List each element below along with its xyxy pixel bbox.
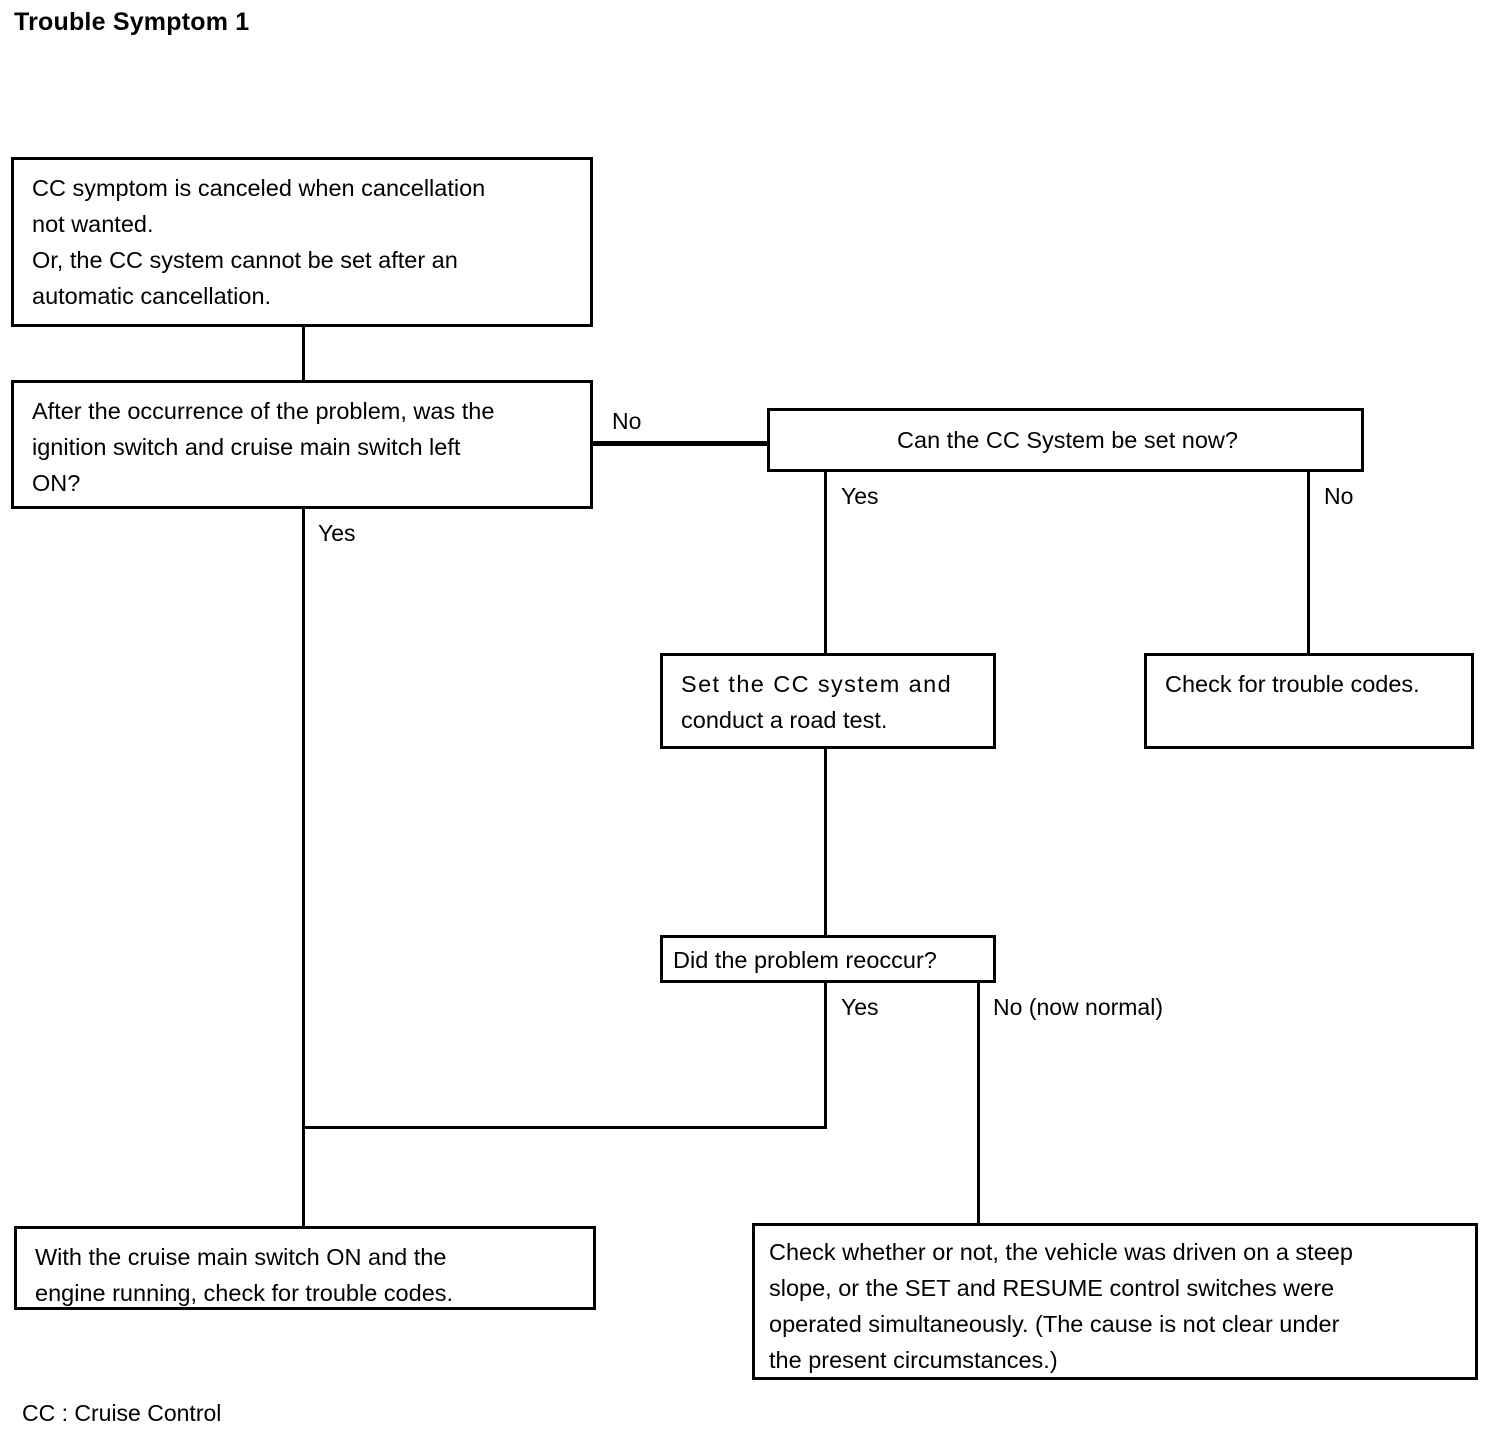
connector-reoccur-yes (824, 981, 827, 1129)
connector-symptom-to-ignition (302, 325, 305, 382)
node-symptom-line-1: CC symptom is canceled when cancellation (32, 175, 486, 201)
node-check-trouble-codes-line-1: Check for trouble codes. (1165, 671, 1420, 697)
node-can-set-line-1: Can the CC System be set now? (897, 427, 1238, 453)
node-steep-slope-line-2: slope, or the SET and RESUME control swi… (769, 1275, 1335, 1301)
connector-ignition-no (591, 441, 769, 446)
connector-reoccur-no (977, 981, 980, 1225)
legend-footnote: CC : Cruise Control (22, 1400, 222, 1426)
node-steep-slope-line-3: operated simultaneously. (The cause is n… (769, 1311, 1340, 1337)
connector-roadtest-to-reoccur (824, 747, 827, 937)
node-ignition-line-2: ignition switch and cruise main switch l… (32, 434, 461, 460)
edge-label-ignition-no: No (612, 408, 642, 434)
connector-can-set-yes (824, 470, 827, 655)
node-ignition-line-3: ON? (32, 470, 81, 496)
node-symptom: CC symptom is canceled when cancellation… (11, 157, 593, 327)
node-reoccur-question: Did the problem reoccur? (660, 935, 996, 983)
node-set-roadtest-line-2: conduct a road test. (681, 707, 888, 733)
edge-label-ignition-yes: Yes (318, 520, 356, 546)
connector-ignition-yes (302, 507, 305, 1229)
connector-can-set-no (1307, 470, 1310, 655)
node-engine-running-line-2: engine running, check for trouble codes. (35, 1280, 454, 1306)
node-ignition-question: After the occurrence of the problem, was… (11, 380, 593, 509)
node-steep-slope-line-4: the present circumstances.) (769, 1347, 1058, 1373)
node-set-roadtest-line-1: Set the CC system and (681, 671, 953, 697)
node-check-trouble-codes: Check for trouble codes. (1144, 653, 1474, 749)
edge-label-reoccur-yes: Yes (841, 994, 879, 1020)
node-check-codes-engine-running: With the cruise main switch ON and the e… (14, 1226, 596, 1310)
node-symptom-line-2: not wanted. (32, 211, 154, 237)
edge-label-reoccur-no: No (now normal) (993, 994, 1163, 1020)
node-ignition-line-1: After the occurrence of the problem, was… (32, 398, 495, 424)
node-can-set-question: Can the CC System be set now? (767, 408, 1364, 472)
node-set-and-roadtest: Set the CC system and conduct a road tes… (660, 653, 996, 749)
node-symptom-line-3: Or, the CC system cannot be set after an (32, 247, 458, 273)
node-symptom-line-4: automatic cancellation. (32, 283, 272, 309)
page-title: Trouble Symptom 1 (14, 8, 250, 36)
edge-label-can-set-yes: Yes (841, 483, 879, 509)
node-reoccur-line-1: Did the problem reoccur? (673, 947, 937, 973)
node-steep-slope-line-1: Check whether or not, the vehicle was dr… (769, 1239, 1353, 1265)
node-engine-running-line-1: With the cruise main switch ON and the (35, 1244, 447, 1270)
edge-label-can-set-no: No (1324, 483, 1354, 509)
connector-reoccur-yes-merge (302, 1126, 827, 1129)
node-check-steep-slope: Check whether or not, the vehicle was dr… (752, 1223, 1478, 1380)
